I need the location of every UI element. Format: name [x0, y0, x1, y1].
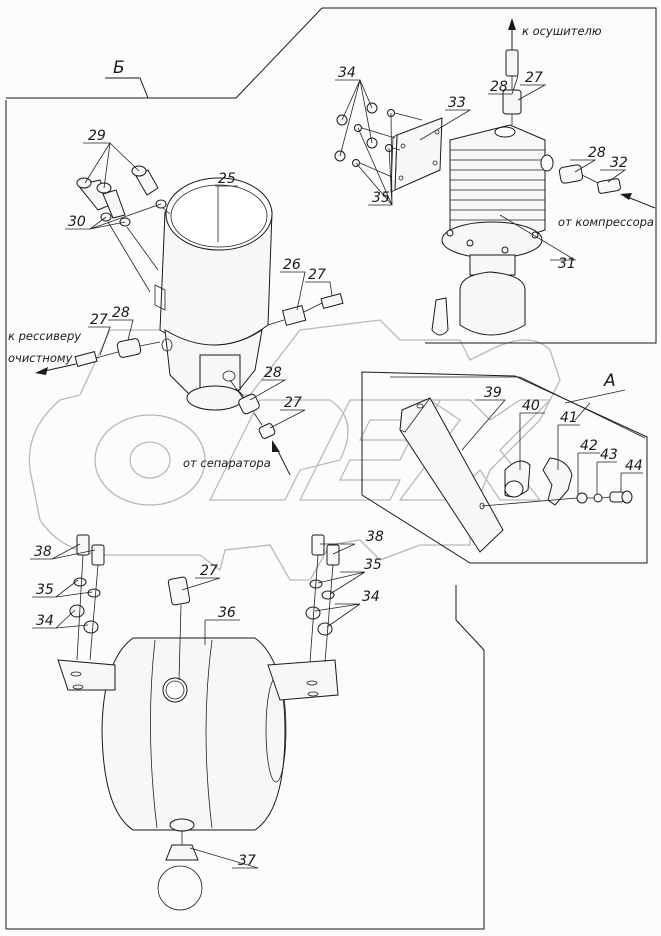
callout-41: 41 — [560, 410, 578, 426]
callout-31: 31 — [558, 256, 576, 272]
plate-33 — [390, 117, 443, 193]
view-b-frame — [5, 7, 657, 930]
fittings-dryer — [35, 292, 344, 476]
callout-27-tank: 27 — [200, 563, 218, 579]
callout-34-left: 34 — [36, 613, 54, 629]
callout-43: 43 — [600, 447, 618, 463]
callout-44: 44 — [625, 458, 643, 474]
bushing-40 — [504, 460, 531, 498]
clamp-41 — [542, 457, 573, 506]
callout-27-top: 27 — [525, 70, 543, 86]
callout-28-top: 28 — [490, 79, 508, 95]
note-to-receiver-1: к рессиверу — [8, 329, 81, 343]
callouts: 29 30 25 26 27 27 28 28 27 34 35 33 28 2… — [34, 65, 643, 869]
nut-42-washer-43-bolt-44 — [479, 490, 633, 510]
nuts-34-washers-35 — [334, 102, 423, 178]
callout-28-receiver: 28 — [112, 305, 130, 321]
bolts-29 — [76, 165, 159, 219]
note-from-compressor: от компрессора — [558, 215, 654, 229]
compressor-head-31 — [431, 124, 554, 336]
callout-29: 29 — [88, 128, 106, 144]
callout-27-separator: 27 — [284, 395, 302, 411]
bracket-39 — [399, 397, 504, 553]
callout-35-left: 35 — [36, 582, 54, 598]
callout-39: 39 — [484, 385, 502, 401]
callout-34-plate: 34 — [338, 65, 356, 81]
view-label-b: Б — [113, 58, 125, 78]
callout-37: 37 — [238, 853, 256, 869]
callout-33: 33 — [448, 95, 466, 111]
callout-34-right: 34 — [362, 589, 380, 605]
callout-36: 36 — [218, 605, 236, 621]
callout-28-compressor: 28 — [588, 145, 606, 161]
drain-valve-37 — [157, 830, 203, 911]
note-to-dryer: к осушителю — [522, 24, 602, 38]
callout-38-left: 38 — [34, 544, 52, 560]
callout-30: 30 — [68, 214, 86, 230]
callout-32: 32 — [610, 155, 628, 171]
callout-28-separator: 28 — [264, 365, 282, 381]
callout-35-plate: 35 — [372, 190, 390, 206]
view-a-frame — [361, 371, 648, 564]
compressor-fittings — [502, 18, 656, 209]
leader-lines — [30, 75, 643, 869]
callout-40: 40 — [522, 398, 540, 414]
note-from-separator: от сепаратора — [183, 456, 271, 470]
tank-fitting-27 — [167, 576, 191, 681]
callout-35-right: 35 — [364, 557, 382, 573]
callout-27-receiver: 27 — [90, 312, 108, 328]
callout-38-right: 38 — [366, 529, 384, 545]
callout-25: 25 — [218, 171, 236, 187]
view-label-a: А — [603, 371, 616, 391]
receiver-tank-36 — [57, 637, 339, 832]
callout-27-dryer-right: 27 — [308, 267, 326, 283]
air-dryer-25 — [154, 177, 273, 411]
tank-fasteners-left — [69, 534, 105, 661]
callout-26: 26 — [283, 257, 301, 273]
tank-fasteners-right — [305, 534, 340, 663]
note-to-receiver-2: очистному — [8, 351, 73, 365]
callout-42: 42 — [580, 438, 598, 454]
